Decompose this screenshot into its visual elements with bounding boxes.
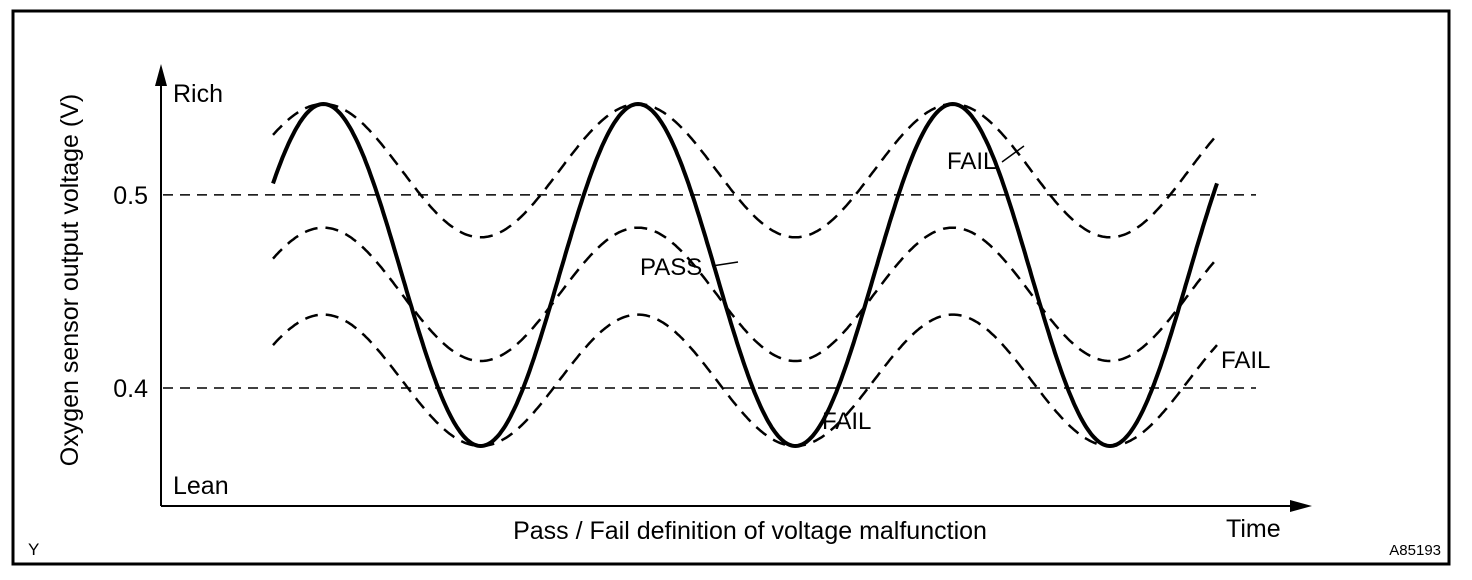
y-axis-arrow: [155, 64, 167, 86]
series-layer: [271, 101, 1219, 449]
reference-lines: [163, 194, 1256, 389]
annotation-fail-middle: FAIL: [1221, 347, 1270, 374]
series-line-3: [272, 313, 1218, 448]
series-line-2: [272, 226, 1218, 363]
y-bottom-label: Lean: [173, 472, 229, 500]
annotation-fail-top-leader: [1001, 145, 1025, 163]
y-tick-labels: 0.5 0.4: [113, 182, 148, 403]
annotation-fail-top: FAIL: [947, 148, 996, 175]
annotation-pass-leader: [711, 261, 739, 267]
series-line-1: [272, 102, 1218, 239]
figure-frame: [11, 9, 1451, 566]
figure-id: A85193: [1389, 542, 1441, 559]
x-axis-arrow: [1290, 500, 1312, 512]
y-axis-title: Oxygen sensor output voltage (V): [56, 94, 84, 466]
series-line-0: [271, 101, 1219, 449]
annotation-fail-bottom: FAIL: [822, 408, 871, 435]
corner-mark: Y: [28, 540, 39, 559]
y-top-label: Rich: [173, 80, 223, 108]
y-tick-label-0: 0.5: [113, 182, 148, 210]
y-tick-label-1: 0.4: [113, 375, 148, 403]
x-end-label: Time: [1226, 515, 1281, 543]
x-axis-title: Pass / Fail definition of voltage malfun…: [513, 517, 987, 545]
annotation-pass: PASS: [640, 254, 702, 281]
